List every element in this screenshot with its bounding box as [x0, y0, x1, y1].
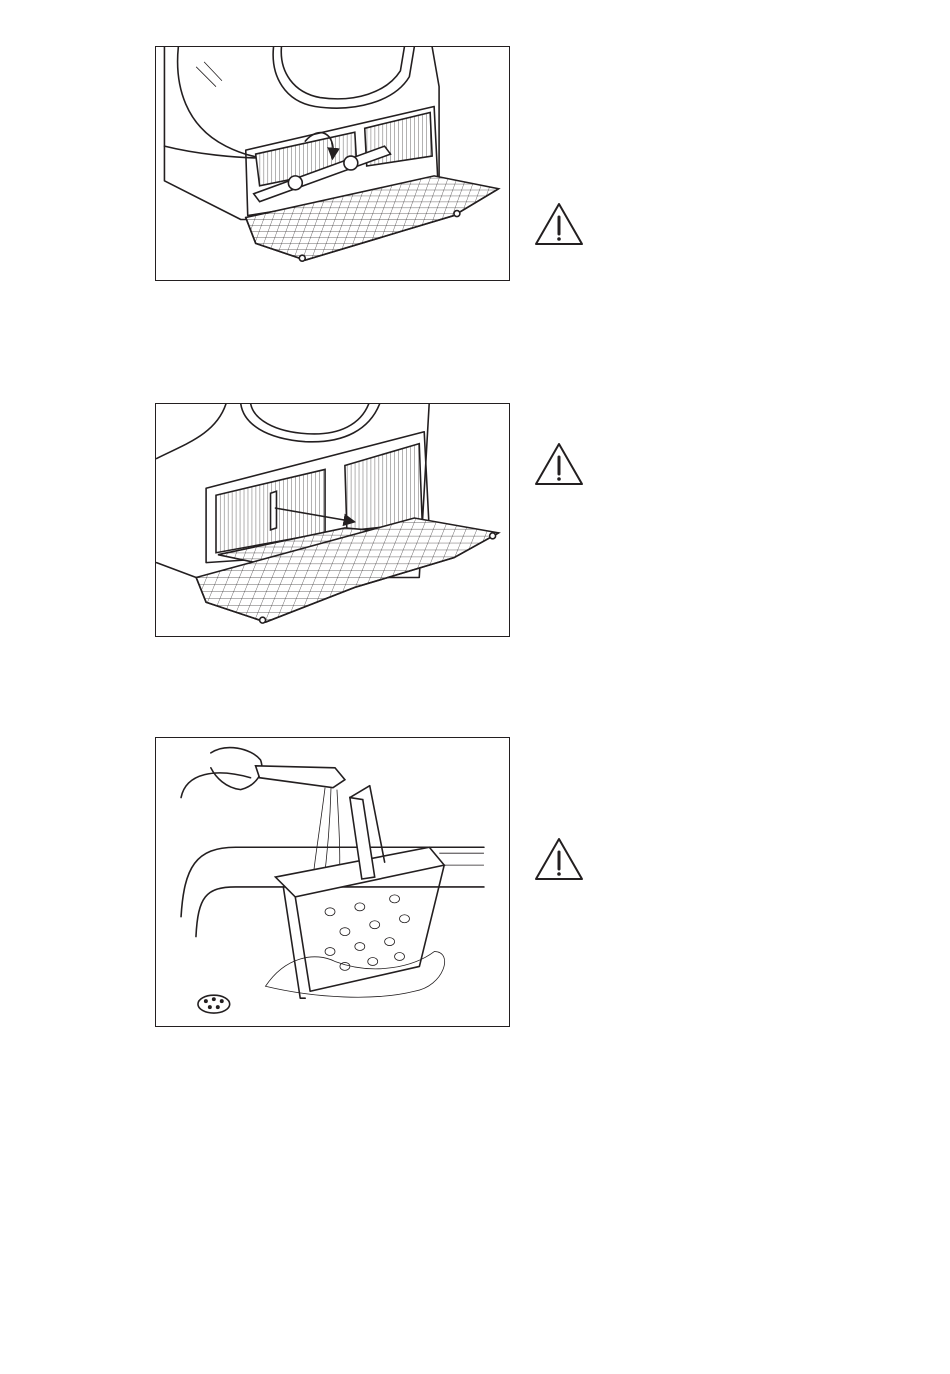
dryer-filter-pull-out-illustration	[156, 404, 509, 636]
filter-rinse-under-tap-illustration	[156, 738, 509, 1026]
warning-triangle-icon	[534, 836, 584, 882]
warning-triangle-icon	[534, 441, 584, 487]
dryer-plinth-flap-open-illustration	[156, 47, 509, 280]
warning-triangle-icon	[534, 201, 584, 247]
figure-open-filter-cover	[155, 46, 510, 281]
figure-remove-filter	[155, 403, 510, 637]
figure-rinse-filter	[155, 737, 510, 1027]
